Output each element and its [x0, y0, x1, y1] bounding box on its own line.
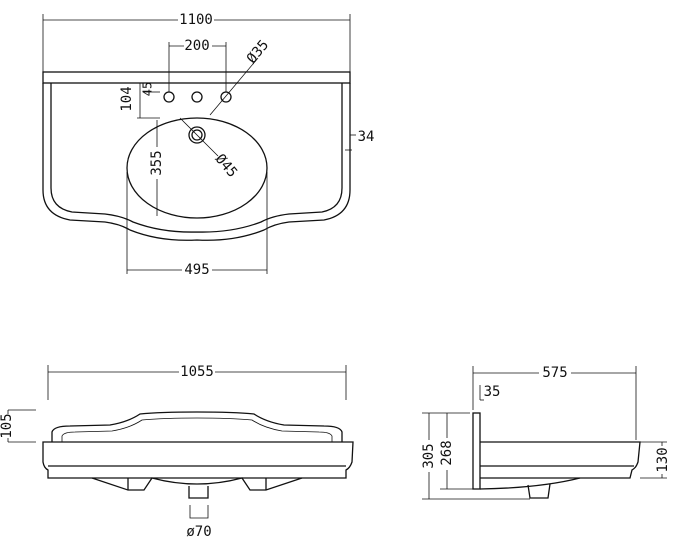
dim-overall-depth: 575: [542, 365, 567, 381]
backsplash-inner: [61, 417, 333, 442]
leader-line: [209, 57, 259, 116]
tap-hole-center: [191, 91, 203, 103]
dim-tap-hole-diameter: Ø35: [244, 37, 273, 67]
dim-bowl-depth: 355: [149, 150, 165, 175]
dim-front-width: 1055: [180, 364, 214, 380]
dim-backsplash-thickness: 35: [484, 384, 501, 400]
dim-waste-diameter: Ø45: [212, 151, 241, 181]
basin-rim: [42, 71, 351, 84]
side-waste-outlet: [527, 483, 551, 499]
dim-tap-to-rim: 45: [141, 82, 155, 96]
waste-outer: [188, 126, 206, 144]
basin-inner-outline: [50, 83, 343, 233]
dim-rim-thickness: 34: [358, 129, 375, 145]
dim-total-height: 305: [421, 443, 437, 468]
leader-line: [179, 117, 219, 157]
wall-plate: [472, 412, 481, 490]
waste-inner: [191, 129, 203, 141]
backsplash: [51, 411, 343, 442]
side-underside: [479, 477, 581, 490]
front-view: 1055 105 ø70: [0, 364, 354, 540]
top-view: 1100 200 Ø35 104 45 355 Ø45 34: [42, 12, 375, 278]
dim-tap-spacing: 200: [184, 38, 209, 54]
dim-waste-outlet-diameter: ø70: [186, 524, 211, 540]
dim-bracket-height: 268: [439, 440, 455, 465]
bowl: [126, 117, 268, 219]
side-body: [480, 441, 641, 479]
front-body: [42, 441, 354, 479]
dim-front-height: 130: [655, 447, 671, 472]
dim-backsplash-height: 105: [0, 413, 15, 438]
side-view: 575 35 305 268 130: [421, 365, 671, 500]
basin-outline: [42, 83, 351, 241]
waste-outlet: [188, 486, 209, 499]
dimension-line-waste-outlet: [189, 505, 209, 519]
underside: [91, 477, 303, 491]
dim-bowl-width: 495: [184, 262, 209, 278]
dim-tap-offset: 104: [119, 86, 135, 111]
dim-overall-width: 1100: [179, 12, 213, 28]
tap-hole-left: [163, 91, 175, 103]
